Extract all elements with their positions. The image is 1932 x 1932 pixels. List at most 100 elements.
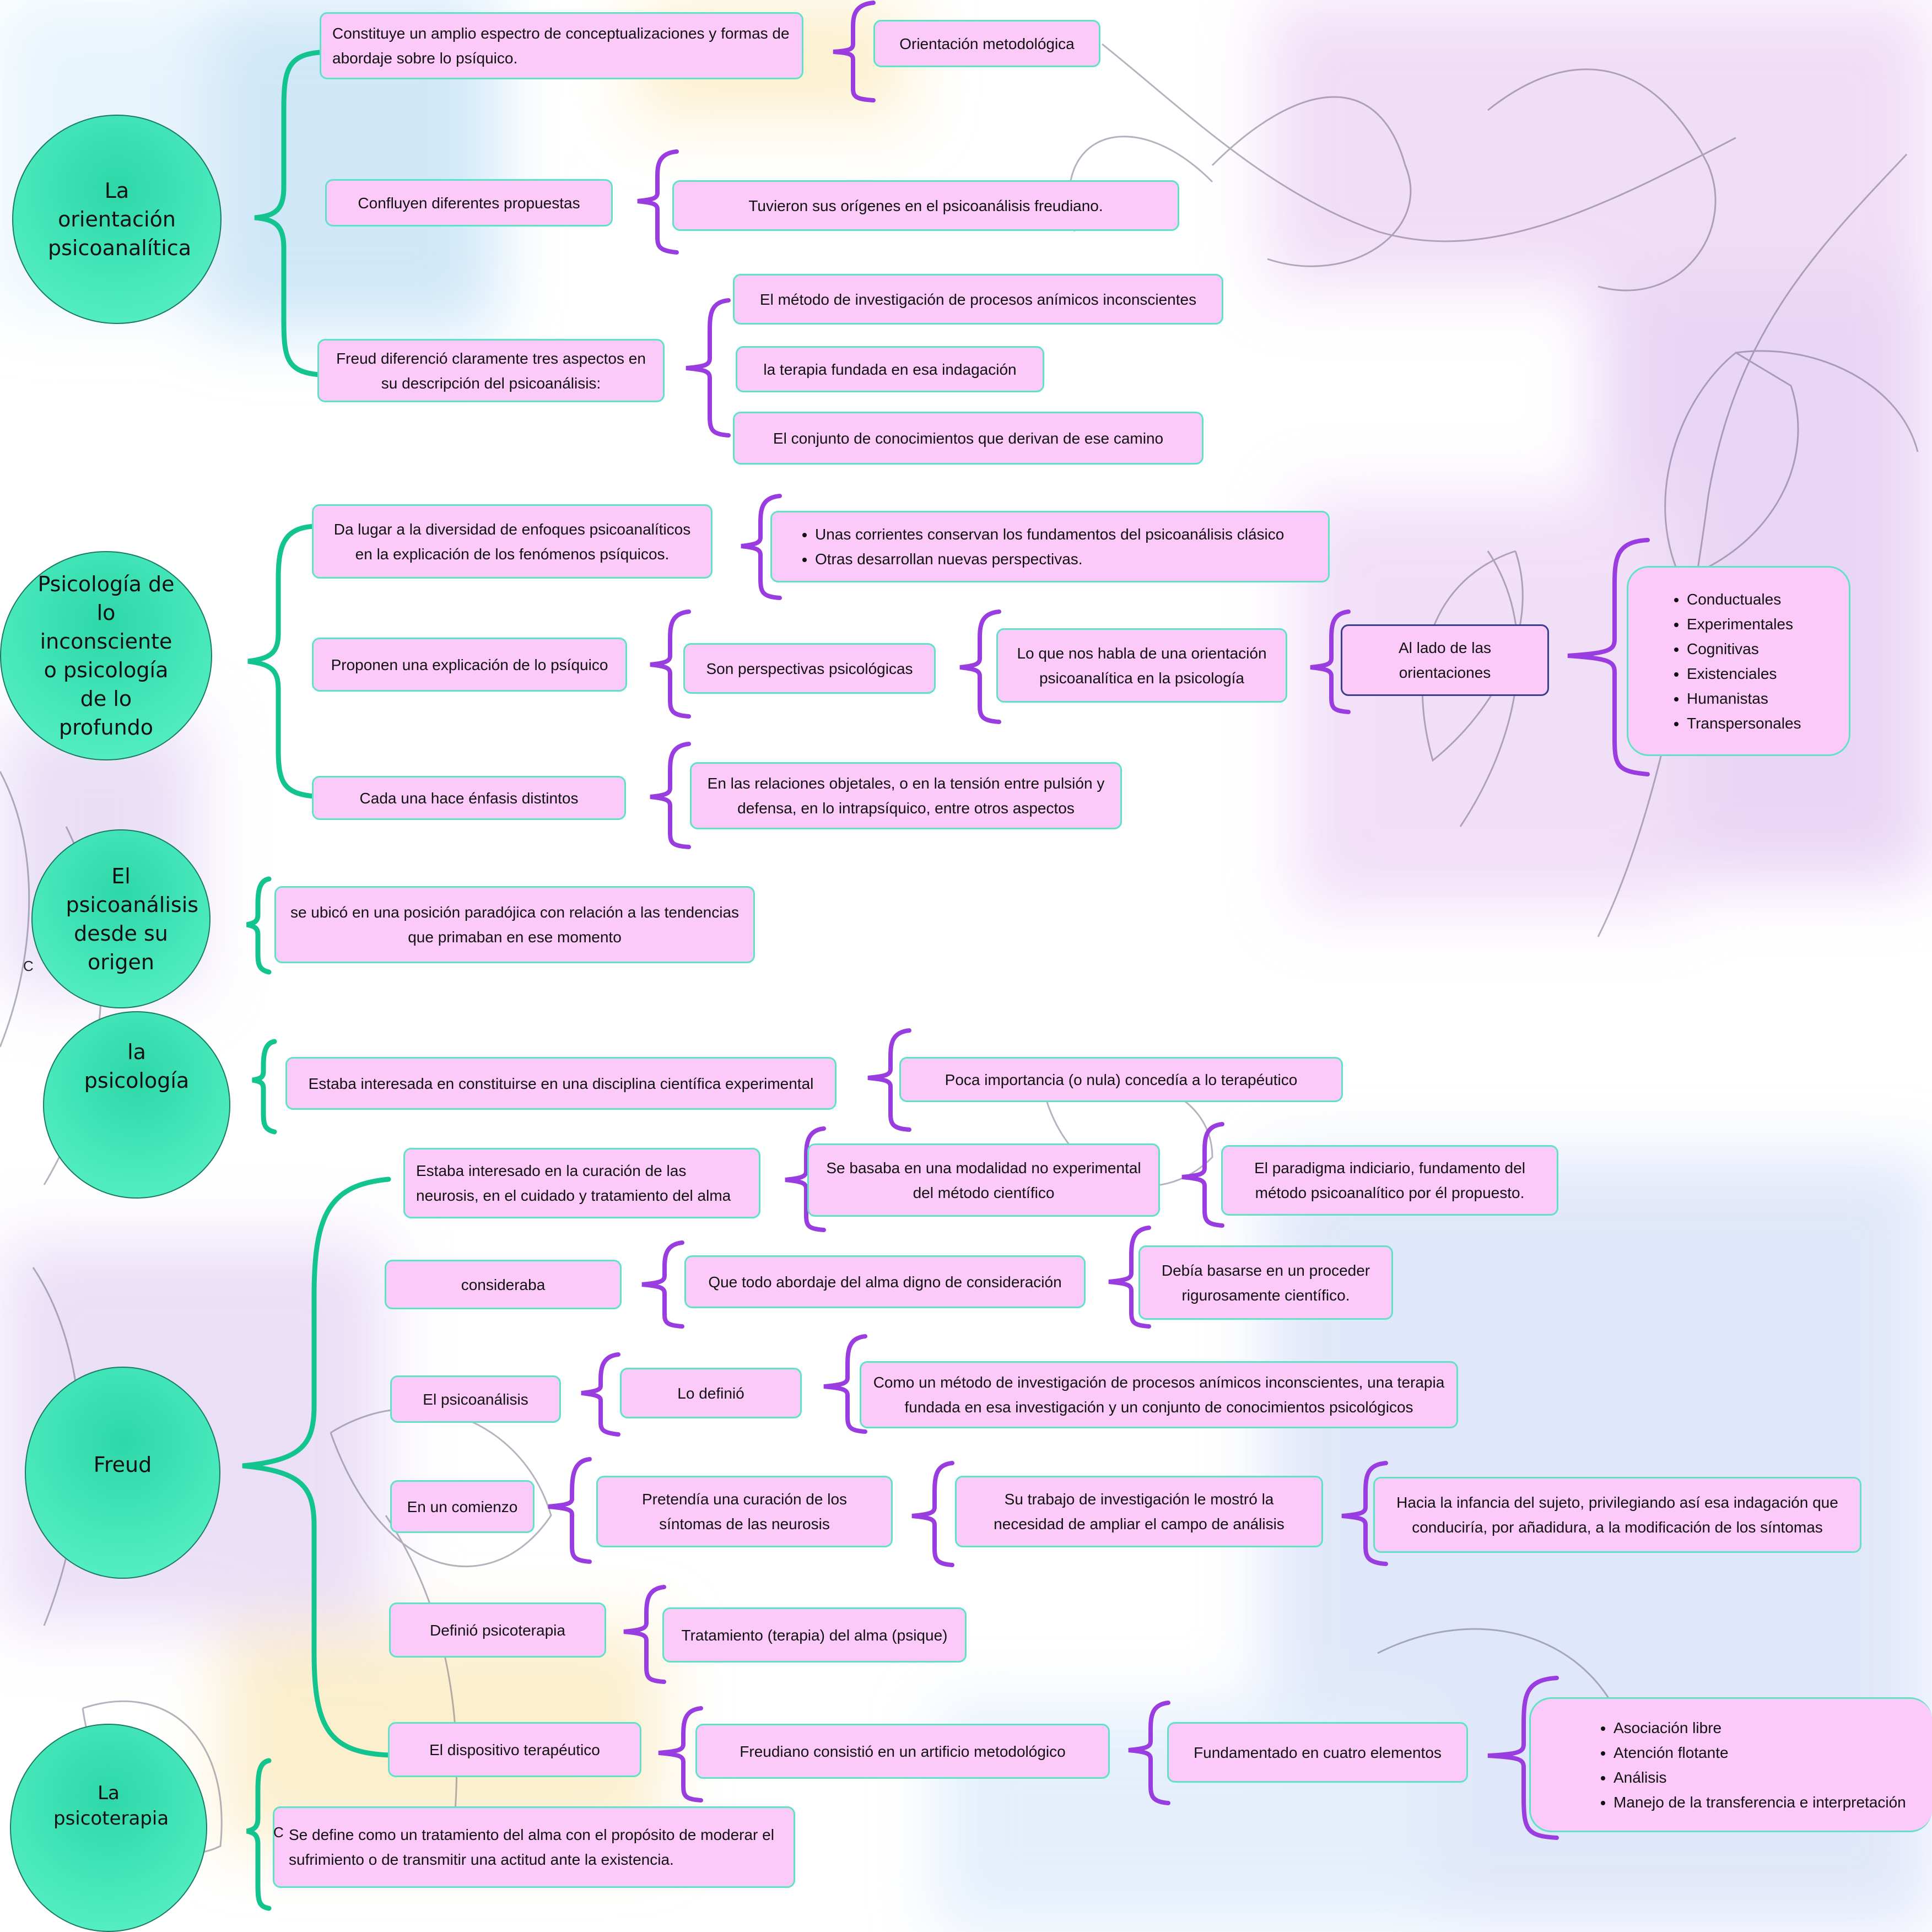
box-elementos-list: Asociación libre Atención flotante Análi… [1529, 1697, 1932, 1832]
node-title: El psicoanálisis desde su origen [66, 864, 199, 974]
node-la-psicologia: la psicología [43, 1011, 230, 1199]
box-metodo-investigacion: El método de investigación de procesos a… [733, 274, 1223, 325]
box-text: Son perspectivas psicológicas [706, 660, 913, 677]
box-text: El método de investigación de procesos a… [759, 290, 1197, 308]
box-conjunto-conocimientos: El conjunto de conocimientos que derivan… [733, 412, 1204, 465]
box-text: Pretendía una curación de los síntomas d… [641, 1491, 848, 1532]
box-dispositivo-terapeutico: El dispositivo terapéutico [388, 1722, 641, 1777]
box-define-tratamiento: C Se define como un tratamiento del alma… [273, 1806, 795, 1888]
node-freud: Freud [25, 1367, 220, 1579]
box-poca-importancia: Poca importancia (o nula) concedía a lo … [899, 1057, 1343, 1102]
list-item: Transpersonales [1687, 711, 1838, 736]
box-text: la terapia fundada en esa indagación [763, 360, 1017, 378]
list-item: Cognitivas [1687, 636, 1838, 661]
box-infancia-sujeto: Hacia la infancia del sujeto, privilegia… [1373, 1477, 1861, 1553]
box-enfasis-distintos: Cada una hace énfasis distintos [312, 776, 626, 820]
box-amplio-espectro: Constituye un amplio espectro de concept… [320, 12, 803, 79]
list-item: Atención flotante [1613, 1740, 1921, 1765]
box-text: Estaba interesada en constituirse en una… [308, 1075, 814, 1092]
box-diversidad-enfoques: Da lugar a la diversidad de enfoques psi… [312, 504, 713, 579]
box-text: Orientación metodológica [899, 35, 1075, 52]
box-text: consideraba [461, 1276, 546, 1293]
box-text: Estaba interesado en la curación de las … [416, 1162, 731, 1204]
box-text: Como un método de investigación de proce… [873, 1374, 1445, 1416]
box-text: En un comienzo [407, 1498, 518, 1515]
box-proponen-explicacion: Proponen una explicación de lo psíquico [312, 638, 627, 692]
box-rigurosamente-cientifico: Debía basarse en un proceder rigurosamen… [1138, 1245, 1393, 1320]
box-terapia-fundada: la terapia fundada en esa indagación [736, 346, 1044, 392]
box-text: Confluyen diferentes propuestas [358, 194, 580, 212]
box-corrientes-list: Unas corrientes conservan los fundamento… [770, 511, 1330, 582]
node-title: Psicología de lo inconsciente o psicolog… [37, 572, 175, 740]
box-text: Tratamiento (terapia) del alma (psique) [681, 1626, 948, 1644]
box-definicion-psicoanalisis: Como un método de investigación de proce… [860, 1361, 1458, 1428]
box-text: Debía basarse en un proceder rigurosamen… [1161, 1261, 1370, 1304]
box-cuatro-elementos: Fundamentado en cuatro elementos [1167, 1722, 1468, 1783]
box-text: El psicoanálisis [423, 1390, 528, 1408]
box-origenes-freudiano: Tuvieron sus orígenes en el psicoanálisi… [672, 180, 1179, 231]
node-title: La psicoterapia [53, 1782, 169, 1830]
box-text: Al lado de las orientaciones [1398, 639, 1492, 681]
orientaciones-list: Conductuales Experimentales Cognitivas E… [1639, 587, 1838, 736]
box-text: Hacia la infancia del sujeto, privilegia… [1396, 1494, 1838, 1536]
box-modalidad-no-experimental: Se basaba en una modalidad no experiment… [807, 1143, 1160, 1217]
list-item: Conductuales [1687, 587, 1838, 612]
box-posicion-paradojica: se ubicó en una posición paradójica con … [274, 886, 755, 963]
box-text: El dispositivo terapéutico [429, 1741, 600, 1758]
box-ampliar-campo: Su trabajo de investigación le mostró la… [955, 1476, 1323, 1547]
node-psicoanalisis-origen: El psicoanálisis desde su origen [31, 829, 211, 1008]
box-text: Tuvieron sus orígenes en el psicoanálisi… [748, 197, 1103, 214]
box-text: Proponen una explicación de lo psíquico [331, 656, 608, 673]
box-text: Poca importancia (o nula) concedía a lo … [945, 1071, 1298, 1088]
box-text: se ubicó en una posición paradójica con … [290, 904, 740, 946]
box-text: Freudiano consistió en un artificio meto… [740, 1742, 1066, 1760]
box-text: En las relaciones objetales, o en la ten… [707, 775, 1105, 817]
box-confluyen: Confluyen diferentes propuestas [325, 179, 613, 226]
list-item: Existenciales [1687, 661, 1838, 686]
box-disciplina-cientifica: Estaba interesada en constituirse en una… [285, 1057, 837, 1110]
box-text: Lo definió [677, 1384, 744, 1402]
box-text: Fundamentado en cuatro elementos [1194, 1744, 1442, 1761]
box-abordaje-alma: Que todo abordaje del alma digno de cons… [684, 1255, 1086, 1308]
box-text: Que todo abordaje del alma digno de cons… [708, 1273, 1062, 1291]
box-text: Definió psicoterapia [430, 1621, 565, 1639]
box-consideraba: consideraba [385, 1260, 622, 1309]
box-curacion-neurosis: Estaba interesado en la curación de las … [403, 1148, 760, 1218]
box-text: El conjunto de conocimientos que derivan… [773, 429, 1164, 447]
list-item: Análisis [1613, 1765, 1921, 1790]
box-al-lado-orientaciones: Al lado de las orientaciones [1341, 624, 1549, 696]
node-title: La orientación psicoanalítica [48, 179, 192, 260]
box-text: Freud diferenció claramente tres aspecto… [336, 349, 646, 392]
box-text: Lo que nos habla de una orientación psic… [1017, 644, 1267, 687]
box-freud-tres-aspectos: Freud diferenció claramente tres aspecto… [317, 339, 665, 402]
box-en-un-comienzo: En un comienzo [390, 1480, 535, 1533]
node-title: Freud [93, 1452, 152, 1477]
box-text: Cada una hace énfasis distintos [359, 789, 579, 807]
node-title: la psicología [84, 1040, 190, 1093]
list-item: Manejo de la transferencia e interpretac… [1613, 1790, 1921, 1815]
box-text: Se basaba en una modalidad no experiment… [826, 1159, 1141, 1201]
node-psicologia-inconsciente: Psicología de lo inconsciente o psicolog… [0, 551, 212, 760]
node-orientacion-psicoanalitica: La orientación psicoanalítica [12, 115, 222, 324]
box-text: Se define como un tratamiento del alma c… [289, 1826, 774, 1868]
box-relaciones-objetales: En las relaciones objetales, o en la ten… [690, 762, 1122, 829]
box-perspectivas-psicologicas: Son perspectivas psicológicas [683, 643, 936, 694]
box-paradigma-indiciario: El paradigma indiciario, fundamento del … [1221, 1145, 1558, 1216]
box-orientacion-metodologica: Orientación metodológica [873, 20, 1100, 67]
box-text: Su trabajo de investigación le mostró la… [994, 1491, 1285, 1532]
box-definio-psicoterapia: Definió psicoterapia [389, 1602, 606, 1658]
box-tratamiento-alma: Tratamiento (terapia) del alma (psique) [662, 1607, 967, 1663]
list-item: Asociación libre [1613, 1715, 1921, 1740]
box-text: El paradigma indiciario, fundamento del … [1254, 1159, 1525, 1201]
elementos-list: Asociación libre Atención flotante Análi… [1542, 1715, 1921, 1815]
box-orientaciones-list: Conductuales Experimentales Cognitivas E… [1627, 566, 1850, 756]
node-la-psicoterapia: La psicoterapia [10, 1724, 207, 1932]
box-lo-definio: Lo definió [620, 1368, 802, 1418]
list-item: Otras desarrollan nuevas perspectivas. [815, 547, 1317, 571]
list-item: Unas corrientes conservan los fundamento… [815, 522, 1317, 547]
corrientes-list: Unas corrientes conservan los fundamento… [783, 522, 1317, 571]
box-text: Da lugar a la diversidad de enfoques psi… [333, 520, 691, 563]
box-text: Constituye un amplio espectro de concept… [332, 25, 790, 67]
list-item: Experimentales [1687, 612, 1838, 636]
